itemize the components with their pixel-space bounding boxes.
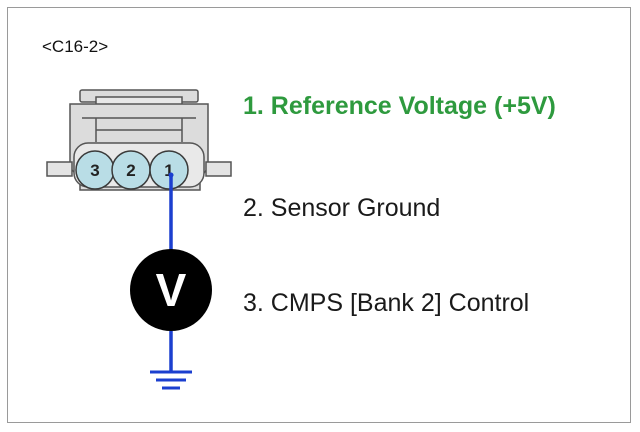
probe-tip (168, 172, 174, 178)
voltmeter-symbol: V (156, 264, 187, 316)
pin-1-socket (149, 150, 189, 190)
connector-ribs (82, 117, 196, 142)
pin-2-number: 2 (126, 161, 135, 180)
connector-flange-right (205, 161, 232, 177)
pin-1-number: 1 (164, 161, 173, 180)
pin-3-label: 3. CMPS [Bank 2] Control (243, 289, 530, 317)
connector-id-label: <C16-2> (42, 37, 109, 56)
diagram-frame (7, 7, 631, 423)
connector-flange-left (46, 161, 73, 177)
pin-3-number: 3 (90, 161, 99, 180)
pin-1-label: 1. Reference Voltage (+5V) (243, 92, 556, 120)
ground-icon (150, 370, 192, 390)
pin-2-label: 2. Sensor Ground (243, 194, 441, 222)
voltmeter-icon (130, 249, 212, 331)
